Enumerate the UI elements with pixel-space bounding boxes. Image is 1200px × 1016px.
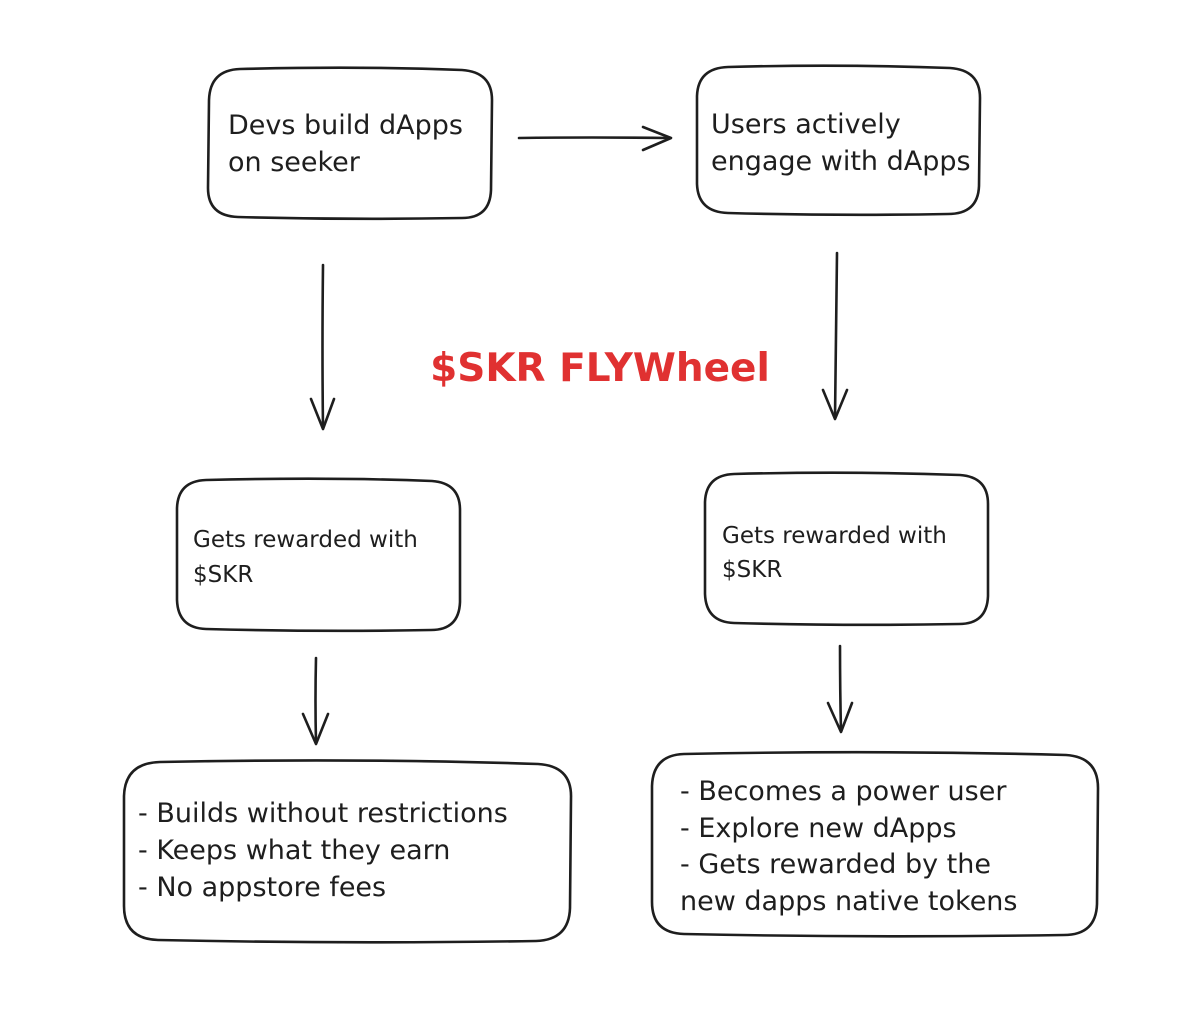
arrow-head	[826, 701, 854, 734]
arrow-users-rewarded-to-users-benefits	[826, 644, 854, 734]
arrow-shaft	[314, 656, 318, 745]
node-devs-rewarded-line-1: Gets rewarded with	[193, 527, 418, 553]
node-devs-benefits-border	[122, 759, 573, 944]
node-devs-build-line-1: Devs build dApps	[228, 110, 463, 141]
flywheel-title: $SKR FLYWheel	[430, 346, 770, 391]
node-users-rewarded-line-2: $SKR	[722, 557, 782, 583]
node-devs-benefits-line-2: - Keeps what they earn	[138, 835, 450, 866]
node-users-benefits-text: - Becomes a power user - Explore new dAp…	[680, 776, 1018, 917]
arrow-shaft	[321, 263, 325, 430]
node-users-benefits-line-2: - Explore new dApps	[680, 813, 957, 844]
node-users-benefits-line-4: new dapps native tokens	[680, 886, 1018, 917]
node-users-engage-text: Users actively engage with dApps	[711, 109, 971, 177]
node-users-engage-border	[695, 64, 982, 217]
node-users-rewarded-text: Gets rewarded with $SKR	[722, 523, 954, 583]
node-users-rewarded-line-1: Gets rewarded with	[722, 523, 947, 549]
arrow-shaft	[838, 644, 843, 733]
node-devs-rewarded-border	[175, 477, 462, 633]
arrow-head	[301, 712, 330, 746]
node-devs-build-text: Devs build dApps on seeker	[228, 110, 472, 178]
arrow-devs-build-to-users-engage	[517, 125, 673, 152]
arrow-shaft	[833, 251, 839, 420]
arrow-head	[309, 397, 336, 431]
node-devs-rewarded-text: Gets rewarded with $SKR	[193, 527, 425, 588]
node-devs-benefits-line-3: - No appstore fees	[138, 872, 386, 903]
node-devs-build: Devs build dApps on seeker	[206, 66, 494, 221]
arrow-users-engage-to-users-rewarded	[821, 251, 849, 421]
node-users-engage-line-2: engage with dApps	[711, 146, 971, 177]
node-devs-rewarded: Gets rewarded with $SKR	[175, 477, 462, 633]
arrow-devs-rewarded-to-devs-benefits	[301, 656, 330, 746]
node-devs-benefits-line-1: - Builds without restrictions	[138, 798, 508, 829]
node-users-rewarded: Gets rewarded with $SKR	[703, 471, 990, 627]
node-devs-build-line-2: on seeker	[228, 147, 361, 178]
node-users-benefits: - Becomes a power user - Explore new dAp…	[650, 750, 1100, 938]
node-devs-build-border	[206, 66, 494, 221]
arrow-head	[821, 388, 849, 421]
node-devs-rewarded-line-2: $SKR	[193, 562, 253, 588]
node-devs-benefits-text: - Builds without restrictions - Keeps wh…	[138, 798, 516, 903]
node-users-benefits-line-3: - Gets rewarded by the	[680, 849, 991, 880]
arrow-devs-build-to-devs-rewarded	[309, 263, 336, 431]
arrow-shaft	[517, 136, 671, 140]
node-users-benefits-border	[650, 750, 1100, 938]
node-users-engage-line-1: Users actively	[711, 109, 901, 140]
node-users-rewarded-border	[703, 471, 990, 627]
node-devs-benefits: - Builds without restrictions - Keeps wh…	[122, 759, 573, 944]
node-users-benefits-line-1: - Becomes a power user	[680, 776, 1007, 807]
arrow-head	[641, 125, 673, 152]
node-users-engage: Users actively engage with dApps	[695, 64, 982, 217]
